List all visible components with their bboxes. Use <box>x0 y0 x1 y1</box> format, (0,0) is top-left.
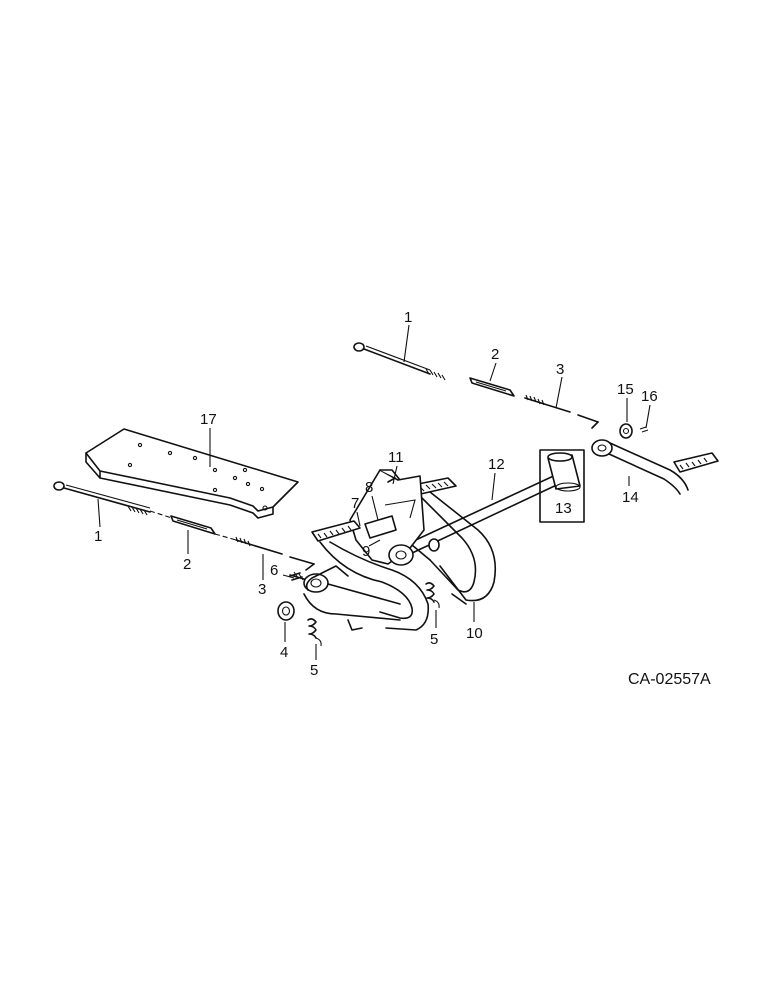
callout-12: 12 <box>488 456 505 473</box>
callout-11: 11 <box>388 449 404 466</box>
top-clip <box>619 423 649 439</box>
bushing-box <box>539 449 585 523</box>
callout-6: 6 <box>270 562 278 579</box>
callout-14: 14 <box>622 489 639 506</box>
callout-3-top: 3 <box>556 361 564 378</box>
callout-15: 15 <box>617 381 634 398</box>
top-threaded-rod <box>524 394 599 429</box>
pedal-arm-left <box>311 520 430 631</box>
callout-17: 17 <box>200 411 217 428</box>
callout-4: 4 <box>280 644 288 661</box>
left-threaded-rod <box>235 536 315 571</box>
left-assembly-guide <box>149 510 173 519</box>
return-spring-right <box>425 582 440 609</box>
left-rod-connector <box>170 515 216 535</box>
callout-10: 10 <box>466 625 483 642</box>
callout-5-left: 5 <box>310 662 318 679</box>
figure-code: CA-02557A <box>628 671 711 688</box>
left-assembly-guide-2 <box>214 533 237 541</box>
pedal-bracket <box>349 469 440 566</box>
top-clevis-rod <box>353 342 446 381</box>
callout-2-left: 2 <box>183 556 191 573</box>
top-rod-connector <box>469 377 515 397</box>
pedal-arm-front <box>303 565 401 631</box>
callout-7: 7 <box>351 495 359 512</box>
callout-5-right: 5 <box>430 631 438 648</box>
callout-3-left: 3 <box>258 581 266 598</box>
callout-8: 8 <box>365 479 373 496</box>
clip-6 <box>289 572 303 581</box>
left-clevis-rod <box>53 481 151 516</box>
callout-2-top: 2 <box>491 346 499 363</box>
washer <box>277 601 295 621</box>
floor-plate <box>85 428 299 519</box>
pedal-arm-far <box>591 439 719 495</box>
callout-9: 9 <box>362 543 370 560</box>
callout-13: 13 <box>555 500 572 517</box>
leader-lines <box>97 324 651 660</box>
return-spring-left <box>307 618 322 647</box>
callout-1-top: 1 <box>404 309 412 326</box>
callout-16: 16 <box>641 388 658 405</box>
callout-1-left: 1 <box>94 528 102 545</box>
